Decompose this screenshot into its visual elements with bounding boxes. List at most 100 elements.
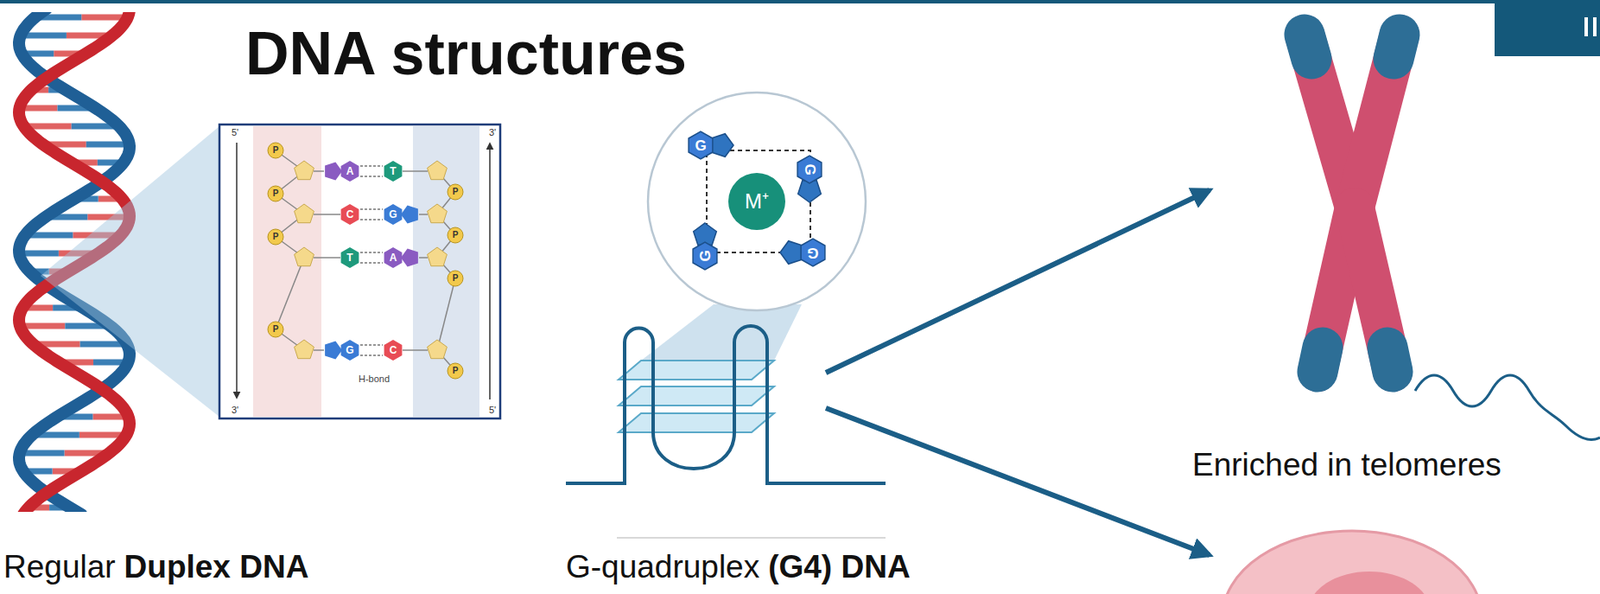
glycosidic-bond [419, 213, 428, 216]
caption-text: Duplex DNA [124, 548, 310, 585]
glycosidic-bond [419, 256, 428, 259]
phosphate [267, 228, 284, 245]
telomere-cap [1304, 34, 1312, 59]
caption-line: RegularDuplex DNA [3, 550, 309, 583]
zoom-shade [641, 304, 802, 361]
guanine-ring [692, 241, 718, 270]
sugar [294, 160, 315, 180]
strand-end: 3' [231, 405, 239, 415]
telomere-cap [1393, 34, 1400, 59]
hydrogen-bond [360, 354, 383, 356]
base-ring [400, 205, 419, 224]
inset-circle [647, 92, 866, 311]
base-letter: G [388, 209, 397, 220]
caption-rule [616, 536, 886, 539]
base-letter: G [345, 344, 354, 356]
chromatid-arm [1354, 34, 1400, 208]
strand-band [412, 126, 480, 417]
tetrad-plane [618, 360, 775, 380]
glycosidic-bond [313, 349, 324, 351]
phosphate-letter: P [452, 230, 459, 240]
phosphate [447, 184, 464, 200]
glycosidic-bond [402, 170, 428, 172]
guanine-ring [800, 238, 826, 267]
glycosidic-bond [402, 349, 428, 351]
glycosidic-bond [313, 213, 341, 216]
pointer-arrow [825, 190, 1210, 373]
guanine-ring [711, 133, 734, 158]
caption-text: Regular [3, 548, 116, 585]
telomere-cap [1317, 347, 1323, 372]
hydrogen-bond [360, 343, 383, 345]
base-ring [341, 160, 360, 182]
cell-nucleus [1308, 571, 1430, 594]
phosphate-letter: P [273, 189, 280, 198]
hydrogen-bond [360, 165, 383, 166]
base-letter: A [389, 252, 398, 263]
sugar [427, 247, 448, 267]
guanine-letter: G [698, 249, 713, 261]
hydrogen-bond [360, 261, 383, 263]
base-letter: A [346, 165, 355, 177]
direction-arrow [488, 143, 491, 400]
base-letter: T [389, 165, 396, 177]
backbone-bond [275, 257, 305, 330]
cation-label: M⁺ [744, 190, 769, 212]
corner-panel [1494, 0, 1600, 57]
caption-text: (G4) DNA [768, 548, 910, 585]
hydrogen-bond [360, 175, 383, 177]
sugar [294, 203, 315, 223]
guanine-letter: G [802, 163, 818, 175]
corner-mark [1584, 17, 1588, 37]
phosphate-letter: P [452, 366, 459, 375]
base-ring [324, 341, 343, 360]
phosphate-letter: P [273, 146, 280, 155]
phosphate [267, 321, 284, 337]
glycosidic-bond [313, 170, 324, 172]
guanine-letter: G [806, 245, 819, 261]
hydrogen-bond [360, 208, 383, 210]
pointer-arrow [825, 407, 1210, 555]
tetrad-plane [618, 412, 775, 432]
sugar [427, 203, 448, 223]
base-ring [384, 339, 403, 361]
telomere-overhang [1415, 374, 1600, 439]
strand-end: 5' [488, 405, 496, 415]
cancer-cell [1222, 530, 1482, 594]
guanine-ring [780, 241, 802, 265]
zoom-shade [40, 126, 220, 417]
caption-text: G-quadruplex [565, 548, 760, 585]
phosphate [447, 270, 464, 286]
base-ring [400, 248, 419, 267]
base-ring [341, 339, 360, 361]
g-tetrad [688, 131, 826, 270]
phosphate [267, 142, 284, 159]
base-ring [384, 203, 403, 225]
bond-label: H-bond [358, 374, 390, 384]
phosphate-letter: P [452, 273, 459, 283]
base-letter: C [346, 209, 355, 220]
phosphate-letter: P [273, 232, 280, 242]
strand-band [253, 126, 322, 417]
base-letter: C [389, 344, 398, 356]
caption-text: Enriched in telomeres [1192, 448, 1502, 481]
chromatid-arm [1354, 207, 1393, 372]
caption-line: G-quadruplex(G4) DNA [565, 550, 911, 583]
hoogsteen-bonds [706, 150, 811, 253]
strand-end: 5' [231, 127, 239, 138]
cation-circle [728, 172, 786, 230]
sugar [427, 160, 448, 180]
telomere-cap [1387, 347, 1393, 372]
g4-strand [565, 325, 886, 483]
sugar [294, 339, 315, 359]
hydrogen-bond [360, 218, 383, 220]
guanine-letter: G [694, 138, 706, 153]
base-ring [341, 247, 360, 268]
tetrad-plane [618, 386, 775, 406]
phosphate [267, 185, 284, 202]
base-ring [324, 162, 343, 181]
base-ring [384, 160, 403, 182]
phosphate-letter: P [273, 324, 280, 334]
corner-mark [1593, 17, 1597, 37]
direction-arrow [235, 142, 238, 398]
